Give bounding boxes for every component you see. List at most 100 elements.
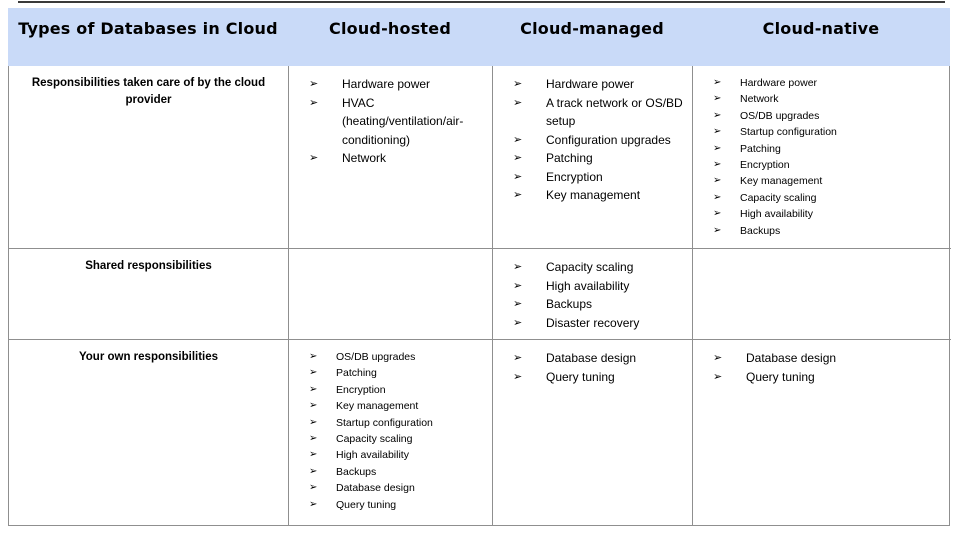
list-item-text: Database design	[546, 351, 637, 365]
row-label-shared: Shared responsibilities	[9, 249, 289, 340]
list-item: ➢Database design	[713, 349, 942, 368]
list-item: ➢ Key management	[713, 173, 942, 189]
arrow-bullet-icon: ➢	[713, 126, 722, 138]
arrow-bullet-icon: ➢	[309, 416, 318, 428]
cell-cloud-provider-cloud-hosted: ➢Hardware power➢HVAC (heating/ventilatio…	[289, 66, 493, 249]
list-item: ➢ Hardware power	[513, 75, 683, 94]
list-item-text: Encryption	[546, 169, 603, 184]
arrow-bullet-icon: ➢	[513, 279, 523, 292]
list-item-text: Configuration upgrades	[546, 132, 671, 147]
arrow-bullet-icon: ➢	[713, 175, 722, 187]
list-item: ➢High availability	[309, 447, 483, 463]
list-item-text: Encryption	[336, 383, 386, 396]
list-item: ➢OS/DB upgrades	[309, 349, 483, 365]
cell-cloud-provider-cloud-managed: ➢ Hardware power ➢A track network or OS/BD…	[493, 66, 693, 249]
list-item-text: OS/DB upgrades	[336, 351, 416, 363]
arrow-bullet-icon: ➢	[513, 298, 523, 310]
list-item: ➢ Network	[309, 149, 483, 168]
list-item-text: Network	[342, 151, 387, 165]
arrow-bullet-icon: ➢	[513, 78, 523, 90]
list-item: ➢ Database design	[309, 480, 483, 496]
list-item-text: OS/DB upgrades	[740, 109, 820, 122]
cloud-databases-table: Types of Databases in Cloud Cloud-hosted…	[8, 8, 951, 526]
arrow-bullet-icon: ➢	[513, 189, 523, 201]
list-item-text: Database design	[336, 482, 415, 495]
list-item-text: Startup configuration	[740, 126, 837, 139]
list-item-text: Capacity scaling	[336, 433, 413, 446]
list-item: ➢ Query tuning	[513, 368, 683, 387]
table-title: Types of Databases in Cloud	[18, 19, 278, 38]
cell-your-own-cloud-hosted: ➢OS/DB upgrades➢Patching➢Encryption➢Key …	[289, 340, 493, 525]
list-item-text: Disaster recovery	[546, 315, 640, 330]
arrow-bullet-icon: ➢	[513, 152, 523, 164]
list-item: ➢Configuration upgrades	[513, 131, 683, 150]
list-item-text: Backups	[740, 224, 781, 237]
arrow-bullet-icon: ➢	[309, 465, 318, 477]
list-item-text: Hardware power	[546, 77, 635, 91]
responsibility-list: ➢Hardware power➢Network➢OS/DB upgrades➢S…	[693, 66, 951, 239]
arrow-bullet-icon: ➢	[513, 370, 523, 383]
list-item: ➢Backups	[309, 464, 483, 480]
arrow-bullet-icon: ➢	[309, 449, 318, 461]
list-item-text: Patching	[740, 142, 781, 155]
list-item: ➢ Query tuning	[309, 497, 483, 513]
list-item: ➢ Backups	[513, 295, 683, 314]
arrow-bullet-icon: ➢	[513, 316, 523, 329]
table-header-row: Types of Databases in Cloud Cloud-hosted…	[8, 8, 950, 66]
list-item-text: Hardware power	[740, 77, 818, 89]
list-item-text: Startup configuration	[336, 416, 433, 429]
arrow-bullet-icon: ➢	[713, 93, 722, 105]
column-header-cloud-managed: Cloud-managed	[520, 19, 664, 38]
arrow-bullet-icon: ➢	[713, 224, 722, 236]
list-item: ➢Hardware power	[713, 75, 942, 91]
arrow-bullet-icon: ➢	[713, 191, 722, 203]
arrow-bullet-icon: ➢	[309, 498, 318, 510]
list-item-text: Query tuning	[546, 369, 615, 384]
list-item-text: Key management	[336, 400, 419, 413]
cell-shared-cloud-managed: ➢ Capacity scaling ➢ High availability ➢ Back…	[493, 249, 693, 340]
arrow-bullet-icon: ➢	[513, 170, 523, 183]
arrow-bullet-icon: ➢	[513, 261, 523, 273]
list-item-text: Capacity scaling	[546, 260, 634, 274]
list-item-text: Capacity scaling	[740, 191, 817, 204]
cell-shared-cloud-native	[693, 249, 951, 340]
arrow-bullet-icon: ➢	[309, 400, 318, 412]
list-item: ➢Network	[713, 91, 942, 107]
responsibility-list: ➢Database design➢Query tuning	[693, 340, 951, 386]
arrow-bullet-icon: ➢	[513, 352, 523, 364]
arrow-bullet-icon: ➢	[513, 96, 523, 109]
responsibility-list: ➢ Database design ➢ Query tuning	[493, 340, 692, 386]
column-header-cloud-hosted: Cloud-hosted	[329, 19, 451, 38]
arrow-bullet-icon: ➢	[713, 208, 722, 220]
row-label-your-own: Your own responsibilities	[9, 340, 289, 525]
responsibility-list: ➢ Capacity scaling ➢ High availability ➢ Back…	[493, 249, 692, 332]
arrow-bullet-icon: ➢	[309, 78, 319, 90]
arrow-bullet-icon: ➢	[309, 96, 319, 109]
list-item-text: High availability	[740, 208, 813, 221]
arrow-bullet-icon: ➢	[309, 367, 318, 379]
list-item: ➢ Startup configuration	[713, 124, 942, 140]
list-item: ➢ Key management	[309, 398, 483, 414]
list-item-text: Patching	[546, 151, 593, 165]
row-label-cloud-provider: Responsibilities taken care of by the cl…	[9, 66, 289, 249]
arrow-bullet-icon: ➢	[309, 152, 319, 164]
cell-your-own-cloud-native: ➢Database design➢Query tuning	[693, 340, 951, 525]
list-item-text: Key management	[740, 175, 823, 188]
cell-cloud-provider-cloud-native: ➢Hardware power➢Network➢OS/DB upgrades➢S…	[693, 66, 951, 249]
list-item-text: HVAC (heating/ventilation/air-conditioni…	[342, 95, 464, 147]
responsibility-list: ➢OS/DB upgrades➢Patching➢Encryption➢Key …	[289, 340, 492, 513]
arrow-bullet-icon: ➢	[713, 109, 722, 121]
list-item-text: Query tuning	[336, 498, 397, 511]
arrow-bullet-icon: ➢	[309, 383, 318, 395]
column-header-cloud-native: Cloud-native	[762, 19, 880, 38]
list-item: ➢Encryption	[713, 157, 942, 173]
list-item: ➢A track network or OS/BD setup	[513, 94, 683, 131]
list-item-text: Backups	[546, 297, 593, 311]
list-item: ➢Hardware power	[309, 75, 483, 94]
list-item: ➢Key management	[513, 186, 683, 205]
arrow-bullet-icon: ➢	[309, 482, 318, 494]
list-item: ➢Patching	[309, 365, 483, 381]
responsibility-list: ➢ Hardware power ➢A track network or OS/BD…	[493, 66, 692, 205]
list-item-text: High availability	[546, 278, 630, 293]
list-item: ➢Capacity scaling	[309, 431, 483, 447]
